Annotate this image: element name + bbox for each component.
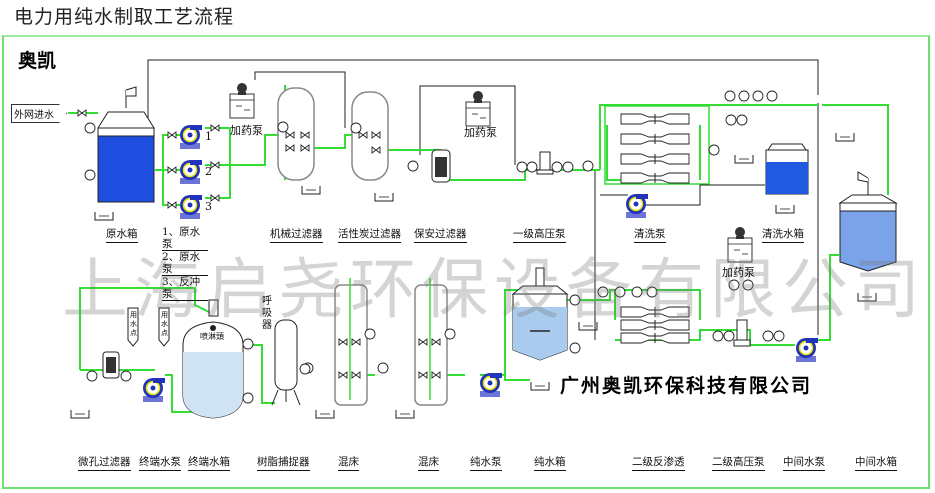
hp-pump-1: [516, 151, 594, 175]
company-name: 广州奥凯环保科技有限公司: [560, 375, 813, 397]
label-mid-pump: 中间水泵: [783, 454, 825, 471]
label-hp-pump-1: 一级高压泵: [513, 226, 566, 243]
use-point-label-2: 用水点: [161, 311, 168, 337]
cleaning-unit: [600, 143, 809, 219]
mixed-bed-2: [377, 278, 456, 419]
ro-first-stage: [604, 90, 778, 185]
use-point-label-1: 用水点: [130, 311, 137, 337]
pump-number-1: 1: [205, 130, 212, 143]
pure-water-tank: [511, 267, 581, 391]
pump-list-item: 3、反冲泵: [162, 276, 208, 301]
resin-trap: [271, 319, 311, 406]
top-return-line: [147, 59, 819, 340]
label-resin-trap: 树脂捕捉器: [257, 454, 310, 471]
middle-pump: [795, 337, 819, 363]
dosing-pump-3: [727, 226, 753, 263]
label-ro-2: 二级反渗透: [632, 454, 685, 471]
mixed-bed-1: [302, 278, 376, 419]
label-micro-filter: 微孔过滤器: [78, 454, 131, 471]
dosing-pump-1: [229, 82, 255, 119]
pure-water-pump: [479, 372, 503, 398]
label-end-tank: 终端水箱: [188, 454, 230, 471]
brand-logo: 奥凯: [18, 50, 57, 72]
carbon-filter: [350, 91, 394, 202]
label-mixed-bed-2: 混床: [418, 454, 439, 471]
dosing-pump-2: [465, 90, 491, 127]
label-pure-tank: 纯水箱: [534, 454, 566, 471]
micro-filter: [70, 351, 132, 419]
use-points: [127, 307, 170, 347]
end-water-tank: [182, 299, 254, 419]
pump-list-item: 2、原水泵: [162, 251, 208, 276]
hp-pump-2: [712, 319, 785, 347]
label-hp-pump-2: 二级高压泵: [712, 454, 765, 471]
label-raw-tank: 原水箱: [106, 226, 138, 243]
pump-list-item: 1、原水泵: [162, 226, 208, 251]
spray-head-label: 喷淋頭: [200, 332, 224, 341]
middle-water-tank: [829, 132, 898, 302]
label-mech-filter: 机械过滤器: [270, 226, 323, 243]
label-end-pump: 终端水泵: [139, 454, 181, 471]
dosing-pump-label-1: 加药泵: [230, 124, 263, 137]
dosing-pump-label-2: 加药泵: [464, 126, 497, 139]
raw-water-tank: [77, 86, 155, 221]
mechanical-filter: [277, 87, 321, 195]
pump-number-3: 3: [205, 200, 212, 213]
security-filter: [407, 149, 451, 183]
label-security-filter: 保安过滤器: [414, 226, 467, 243]
label-pure-pump: 纯水泵: [470, 454, 502, 471]
dosing-pump-label-3: 加药泵: [722, 266, 755, 279]
label-carbon-filter: 活性炭过滤器: [338, 226, 401, 243]
diagram-frame: [2, 35, 930, 489]
pump-number-2: 2: [205, 165, 212, 178]
external-water-inlet: 外网进水: [11, 104, 67, 123]
label-cleaning-tank: 清洗水箱: [762, 226, 804, 243]
end-water-pump: [142, 377, 166, 403]
label-cleaning-pump: 清洗泵: [634, 226, 666, 243]
label-mid-tank: 中间水箱: [855, 454, 897, 471]
label-mixed-bed-1: 混床: [338, 454, 359, 471]
pump-list: 1、原水泵 2、原水泵 3、反冲泵: [162, 226, 208, 301]
breather-label: 呼吸器: [262, 296, 272, 331]
page-title: 电力用纯水制取工艺流程: [14, 6, 235, 28]
